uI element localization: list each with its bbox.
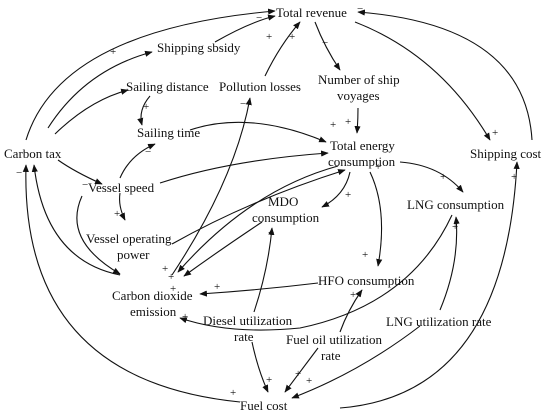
edge-total-revenue-to-shipping-cost <box>354 21 491 141</box>
edge-fuel-cost-to-carbon-tax <box>22 164 241 403</box>
edge-total-revenue-to-voyages <box>314 21 341 71</box>
polarity-sign: + <box>350 289 356 301</box>
node-hfo-consumption: HFO consumption <box>318 273 415 288</box>
edge-co2-to-pollution-losses <box>171 97 252 276</box>
edge-vessel-speed-to-co2 <box>76 195 121 275</box>
edge-shipping-subsidy-to-total-revenue <box>214 14 276 43</box>
edge-operating-power-to-co2 <box>171 169 346 245</box>
edge-total-energy-to-hfo <box>369 171 383 267</box>
edge-mdo-to-co2 <box>183 221 263 277</box>
node-vessel-operating-power-line2: power <box>117 247 150 262</box>
node-pollution-losses: Pollution losses <box>219 79 301 94</box>
node-total-energy-consumption: Total energy <box>330 138 395 153</box>
edge-carbon-tax-to-sailing-distance <box>54 88 129 135</box>
node-shipping-cost: Shipping cost <box>470 146 542 161</box>
polarity-sign: + <box>268 227 274 239</box>
polarity-sign: + <box>230 387 236 399</box>
node-lng-consumption: LNG consumption <box>407 197 505 212</box>
polarity-sign: + <box>345 189 351 201</box>
edge-diesel-rate-to-fuel-cost <box>251 341 269 393</box>
node-lng-utilization-rate: LNG utilization rate <box>386 314 492 329</box>
edge-lng-rate-to-fuel-cost <box>291 325 421 399</box>
node-shipping-subsidy: Shipping sbsidy <box>157 40 241 55</box>
edge-carbon-tax-to-shipping-subsidy <box>47 50 153 129</box>
node-carbon-dioxide-emission-line2: emission <box>130 304 177 319</box>
polarity-sign: − <box>145 146 151 158</box>
edge-lng-rate-to-lng <box>439 216 460 311</box>
node-number-of-ship-voyages: Number of ship <box>318 72 400 87</box>
node-vessel-speed: Vessel speed <box>88 180 155 195</box>
polarity-signs: − + + + + + + − − + − − − + + + + + + + … <box>16 3 517 399</box>
edge-lng-to-co2 <box>179 214 453 331</box>
edge-shipping-cost-to-total-revenue <box>357 9 533 141</box>
polarity-sign: + <box>295 368 301 380</box>
edge-total-energy-to-mdo <box>321 171 351 208</box>
polarity-sign: + <box>110 46 116 58</box>
polarity-sign: + <box>266 374 272 386</box>
node-fuel-oil-utilization-rate-line2: rate <box>321 348 341 363</box>
edge-sailing-distance-to-sailing-time <box>137 95 151 126</box>
polarity-sign: + <box>143 101 149 113</box>
polarity-sign: + <box>362 249 368 261</box>
edge-vessel-speed-to-sailing-time <box>119 143 156 179</box>
polarity-sign: + <box>440 171 446 183</box>
edge-vessel-speed-to-operating-power <box>119 192 126 221</box>
polarity-sign: + <box>114 208 120 220</box>
polarity-sign: + <box>170 283 176 295</box>
node-fuel-oil-utilization-rate: Fuel oil utilization <box>286 332 383 347</box>
edge-carbon-tax-to-vessel-speed <box>57 159 103 185</box>
polarity-sign: − <box>82 179 88 191</box>
polarity-sign: + <box>306 375 312 387</box>
polarity-sign: + <box>375 161 381 173</box>
polarity-sign: + <box>214 281 220 293</box>
node-diesel-utilization-rate-line2: rate <box>234 329 254 344</box>
polarity-sign: − <box>357 3 363 15</box>
edges <box>22 8 533 409</box>
node-mdo-consumption-line2: consumption <box>252 210 320 225</box>
node-sailing-distance: Sailing distance <box>126 79 209 94</box>
edge-sailing-time-to-total-energy <box>189 121 327 143</box>
node-fuel-cost: Fuel cost <box>240 398 288 413</box>
edge-pollution-losses-to-total-revenue <box>264 21 301 77</box>
edge-fuel-oil-rate-to-fuel-cost <box>284 347 319 393</box>
polarity-sign: − <box>322 37 328 49</box>
node-carbon-tax: Carbon tax <box>4 146 62 161</box>
edge-voyages-to-total-energy <box>354 107 361 134</box>
polarity-sign: + <box>168 271 174 283</box>
edge-co2-to-carbon-tax <box>31 164 121 276</box>
polarity-sign: + <box>452 221 458 233</box>
node-vessel-operating-power: Vessel operating <box>86 231 172 246</box>
polarity-sign: − <box>240 98 246 110</box>
edge-vessel-speed-to-total-energy <box>159 150 329 184</box>
polarity-sign: + <box>492 127 498 139</box>
polarity-sign: + <box>289 31 295 43</box>
polarity-sign: + <box>330 119 336 131</box>
edge-diesel-rate-to-mdo <box>253 227 275 313</box>
nodes: Total revenue Shipping sbsidy Sailing di… <box>4 5 542 413</box>
node-carbon-dioxide-emission: Carbon dioxide <box>112 288 193 303</box>
node-diesel-utilization-rate: Diesel utilization <box>203 313 293 328</box>
node-sailing-time: Sailing time <box>137 125 200 140</box>
polarity-sign: + <box>266 31 272 43</box>
polarity-sign: − <box>256 12 262 24</box>
polarity-sign: + <box>345 116 351 128</box>
polarity-sign: − <box>16 167 22 179</box>
node-total-energy-consumption-line2: consumption <box>328 154 396 169</box>
polarity-sign: + <box>511 171 517 183</box>
node-number-of-ship-voyages-line2: voyages <box>337 88 380 103</box>
node-total-revenue: Total revenue <box>276 5 347 20</box>
node-mdo-consumption: MDO <box>268 194 298 209</box>
edge-fuel-oil-rate-to-hfo <box>339 289 363 333</box>
polarity-sign: + <box>182 311 188 323</box>
polarity-sign: + <box>162 263 168 275</box>
edge-hfo-to-co2 <box>199 282 319 297</box>
edge-fuel-cost-to-shipping-cost <box>339 161 520 409</box>
edge-carbon-tax-to-total-revenue <box>25 8 276 141</box>
edge-total-energy-to-lng <box>399 161 464 193</box>
edge-total-energy-to-co2 <box>177 165 339 273</box>
